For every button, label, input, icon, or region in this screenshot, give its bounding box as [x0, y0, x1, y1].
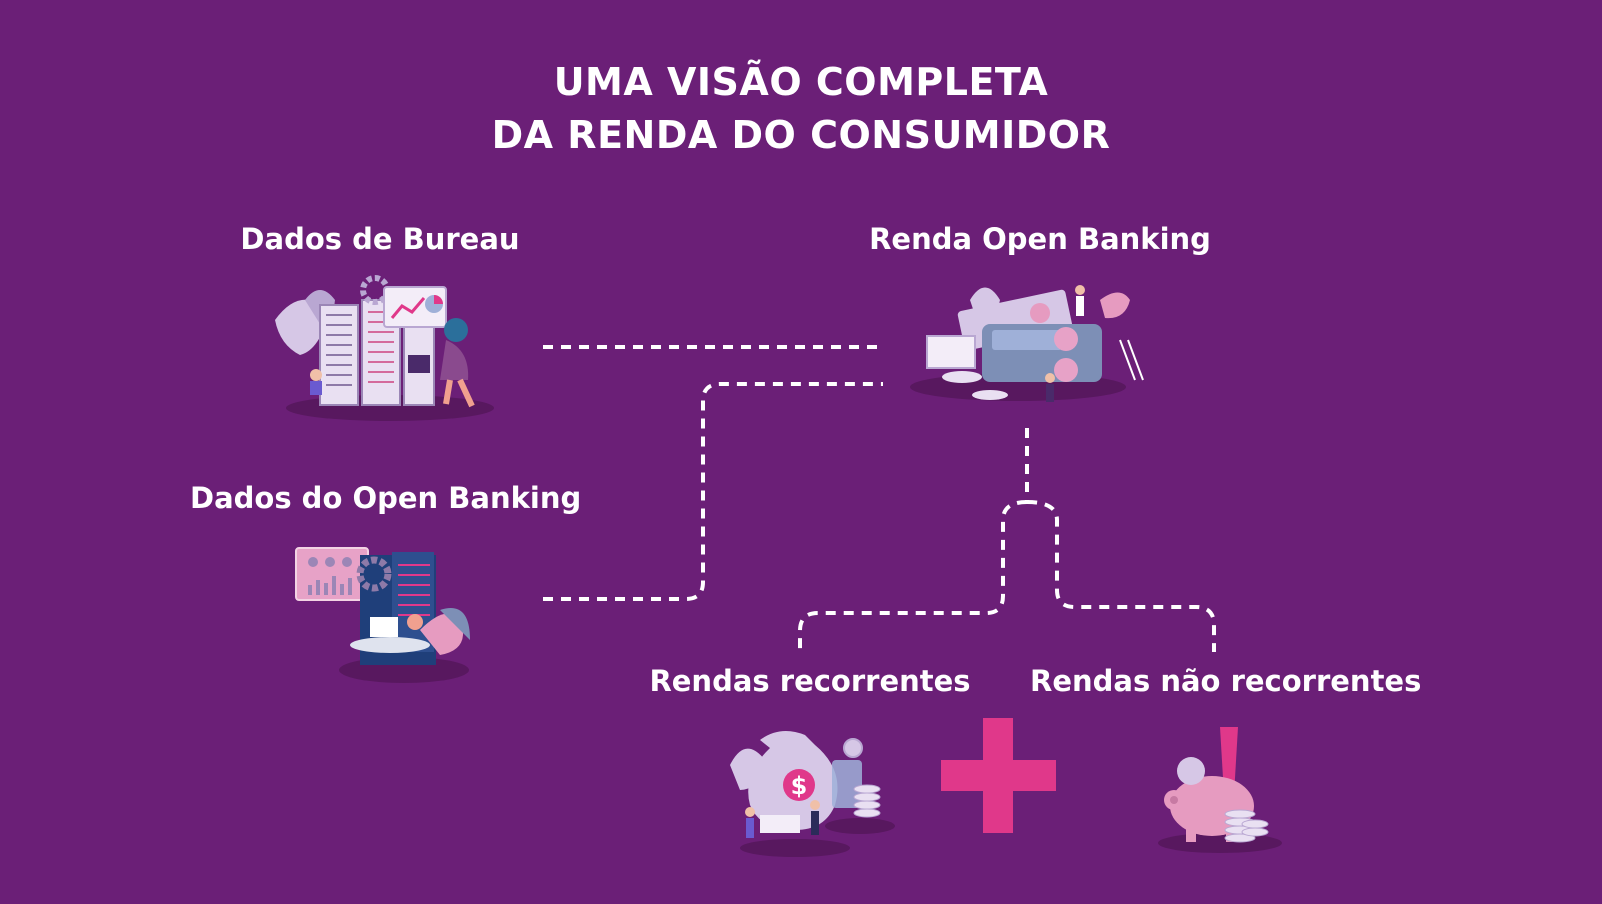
connector-branch-recurring: [798, 500, 1028, 652]
plus-icon: [941, 718, 1056, 833]
svg-text:$: $: [791, 772, 808, 800]
wallet-money-icon: [910, 285, 1144, 402]
server-dashboard-icon: [275, 275, 494, 421]
connectors: [543, 345, 1216, 652]
label-renda-open-banking: Renda Open Banking: [869, 222, 1211, 256]
label-rendas-recorrentes: Rendas recorrentes: [649, 664, 971, 698]
label-dados-de-bureau: Dados de Bureau: [240, 222, 520, 256]
title-line-1: UMA VISÃO COMPLETA: [553, 60, 1049, 104]
diagram-title: UMA VISÃO COMPLETA DA RENDA DO CONSUMIDO…: [0, 56, 1602, 162]
money-bag-icon: $: [730, 731, 895, 857]
title-line-2: DA RENDA DO CONSUMIDOR: [491, 113, 1111, 157]
connector-branch-non-recurring: [1026, 500, 1216, 652]
piggy-bank-icon: [1158, 727, 1282, 853]
label-rendas-nao-recorrentes: Rendas não recorrentes: [1030, 664, 1422, 698]
connector-openbanking-to-income: [543, 382, 883, 601]
label-dados-do-open-banking: Dados do Open Banking: [190, 481, 582, 515]
computer-gears-icon: [295, 547, 470, 683]
